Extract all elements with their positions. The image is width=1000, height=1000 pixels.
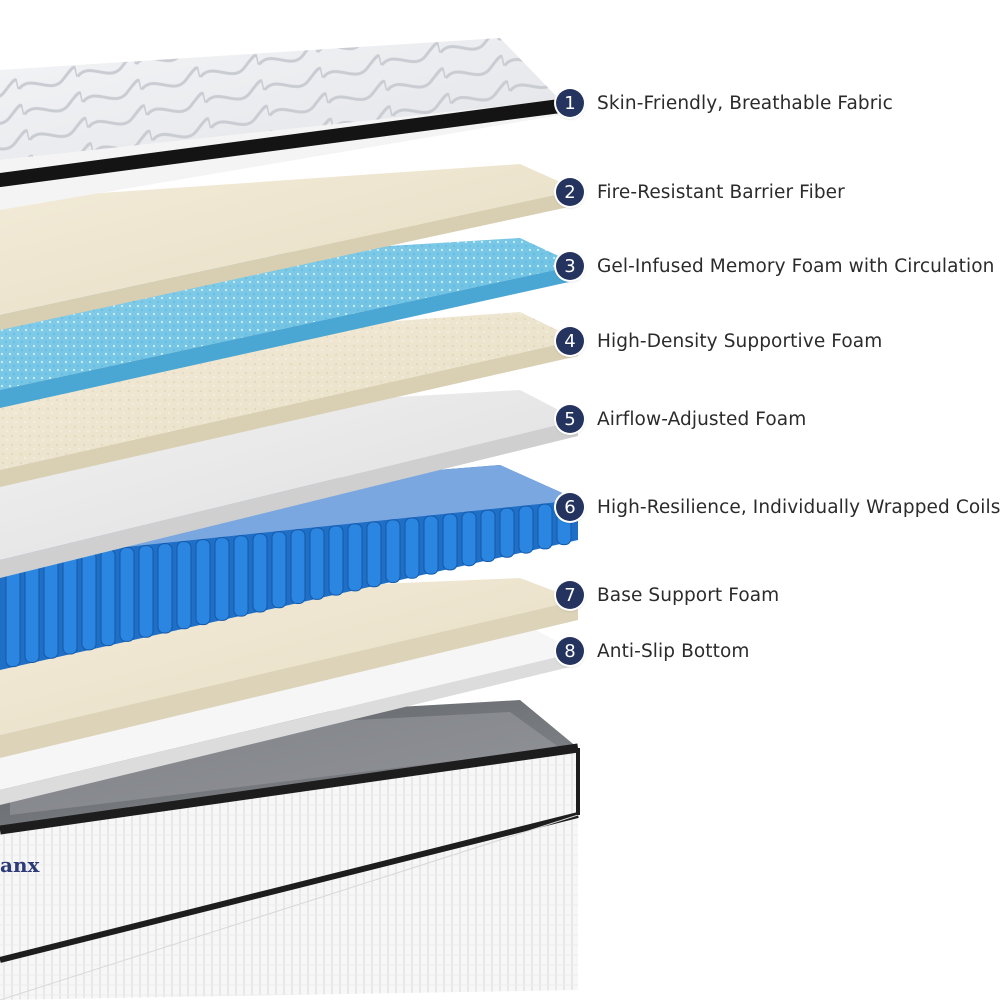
layer-number-badge: 3: [556, 252, 584, 280]
coil-column: [176, 541, 192, 630]
layer-label-text: High-Resilience, Individually Wrapped Co…: [597, 496, 1000, 518]
layer-number-badge: 4: [556, 327, 584, 355]
layer-label-2: 2 Fire-Resistant Barrier Fiber: [556, 175, 845, 209]
layer-label-text: Skin-Friendly, Breathable Fabric: [597, 92, 893, 114]
coil-column: [366, 521, 382, 588]
coil-column: [480, 509, 496, 562]
coil-column: [423, 515, 439, 575]
coil-column: [100, 549, 116, 647]
coil-column: [214, 537, 230, 621]
coil-column: [347, 523, 363, 592]
coil-column: [499, 507, 515, 558]
coil-column: [328, 525, 344, 596]
layer-label-1: 1 Skin-Friendly, Breathable Fabric: [556, 86, 893, 120]
layer-number-badge: 6: [556, 493, 584, 521]
layer-number-badge: 8: [556, 637, 584, 665]
layer-label-text: Anti-Slip Bottom: [597, 640, 750, 662]
layer-number-badge: 7: [556, 581, 584, 609]
layer-label-7: 7 Base Support Foam: [556, 578, 779, 612]
coil-column: [81, 550, 97, 651]
coil-column: [309, 527, 325, 600]
coil-column: [404, 517, 420, 579]
layer-label-3: 3 Gel-Infused Memory Foam with Circulatio…: [556, 249, 994, 283]
coil-column: [43, 554, 59, 659]
coil-column: [24, 556, 40, 663]
coil-column: [271, 531, 287, 609]
coil-column: [461, 511, 477, 567]
coil-column: [385, 519, 401, 584]
layer-label-text: Gel-Infused Memory Foam with Circulation: [597, 255, 995, 277]
layer-number-badge: 1: [556, 89, 584, 117]
layer-1-fabric: [0, 38, 567, 210]
layer-label-4: 4 High-Density Supportive Foam: [556, 324, 882, 358]
brand-logo-fragment: anx: [0, 853, 40, 877]
layer-number-badge: 2: [556, 178, 584, 206]
coil-column: [62, 552, 78, 655]
coil-column: [537, 503, 553, 550]
coil-column: [138, 545, 154, 638]
layer-label-text: Fire-Resistant Barrier Fiber: [597, 181, 845, 203]
coil-column: [518, 505, 534, 554]
coil-column: [233, 535, 249, 617]
layer-label-5: 5 Airflow-Adjusted Foam: [556, 402, 806, 436]
coil-column: [119, 547, 135, 642]
layer-label-text: Base Support Foam: [597, 584, 780, 606]
coil-column: [290, 529, 306, 605]
layer-label-8: 8 Anti-Slip Bottom: [556, 634, 750, 668]
coil-column: [195, 539, 211, 626]
coil-column: [157, 543, 173, 634]
layer-2-fire-barrier: [0, 164, 578, 330]
coil-column: [252, 533, 268, 613]
layer-label-6: 6 High-Resilience, Individually Wrapped C…: [556, 490, 1000, 524]
layer-label-text: Airflow-Adjusted Foam: [597, 408, 807, 430]
coil-column: [442, 513, 458, 571]
layer-number-badge: 5: [556, 405, 584, 433]
layer-label-text: High-Density Supportive Foam: [597, 330, 883, 352]
